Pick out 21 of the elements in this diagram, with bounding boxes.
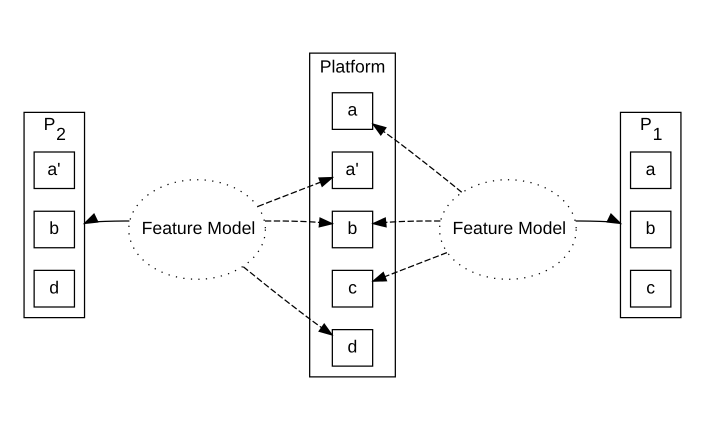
arrow	[264, 217, 334, 228]
node-box: a	[332, 92, 374, 130]
arrow	[371, 217, 440, 228]
node-ellipse: Feature Model	[438, 179, 577, 280]
node-box: a	[630, 151, 672, 190]
arrow	[242, 266, 334, 336]
node-box: c	[630, 270, 672, 308]
node-box: b	[630, 210, 672, 248]
arrow	[258, 176, 334, 207]
arrow	[82, 212, 130, 224]
node-box: d	[332, 329, 374, 367]
arrow	[576, 213, 622, 224]
node-ellipse: Feature Model	[128, 179, 266, 280]
node-box: c	[332, 270, 374, 308]
node-box: b	[34, 210, 76, 248]
node-box: a'	[332, 151, 374, 190]
node-box: a'	[34, 151, 76, 190]
arrow	[371, 122, 462, 193]
arrow	[371, 252, 448, 282]
node-box: d	[34, 270, 76, 308]
node-box: b	[332, 210, 374, 248]
